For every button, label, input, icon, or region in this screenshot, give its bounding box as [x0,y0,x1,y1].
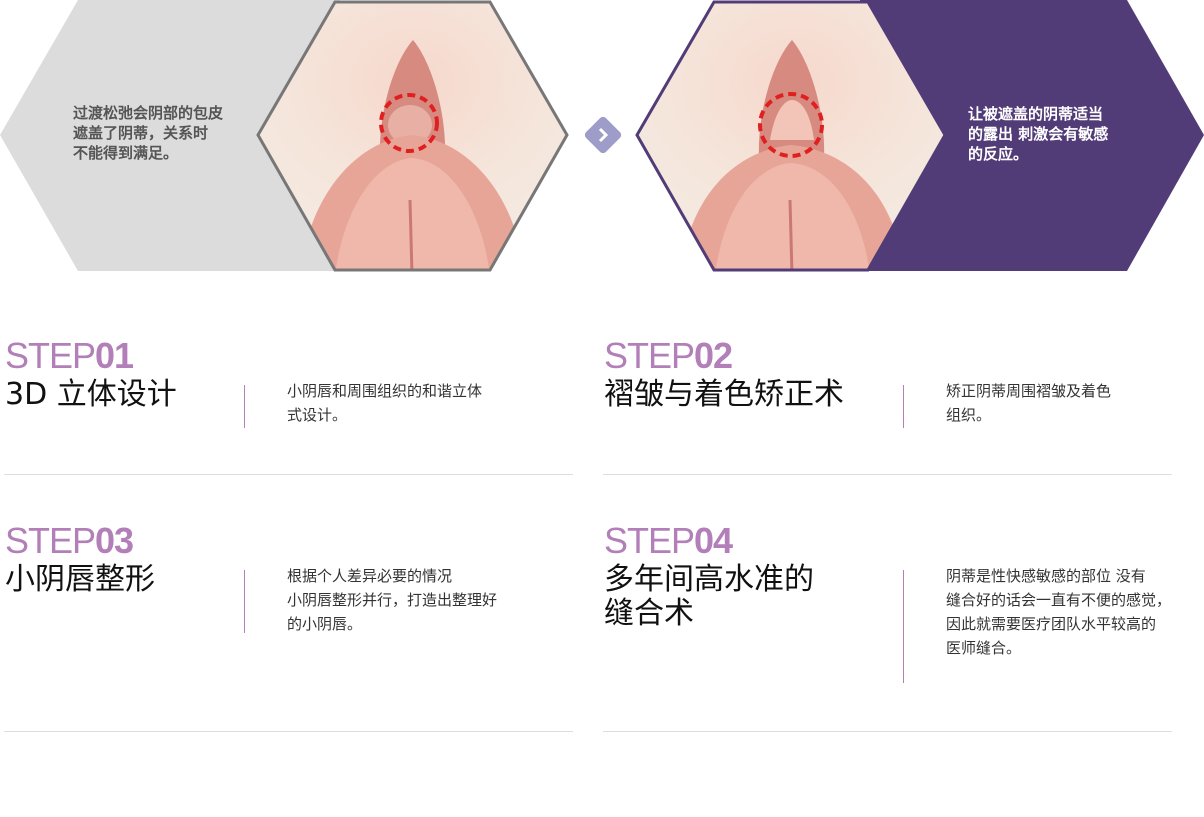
step-title: 小阴唇整形 [5,562,155,597]
separator [4,731,573,732]
text-line: 不能得到满足。 [73,144,179,162]
step-01: STEP01 3D 立体设计 [5,338,177,412]
after-purple-hexagon [860,0,1204,271]
step-03: STEP03 小阴唇整形 [5,523,155,597]
text-line: 的露出 刺激会有敏感 [968,125,1109,143]
step-label: STEP03 [5,520,134,561]
before-gray-hexagon [0,0,340,271]
divider [903,570,904,683]
step-title: 多年间高水准的缝合术 [604,562,814,631]
step-title: 3D 立体设计 [5,377,177,412]
step-02-description: 矫正阴蒂周围褶皱及着色组织。 [946,382,1112,424]
separator [4,474,573,475]
step-label: STEP01 [5,335,134,376]
step-04: STEP04 多年间高水准的缝合术 [604,523,814,631]
step-02: STEP02 褶皱与着色矫正术 [604,338,844,412]
text-line: 遮盖了阴蒂，关系时 [73,124,209,142]
text-line: 让被遮盖的阴蒂适当 [968,105,1104,123]
step-03-description: 根据个人差异必要的情况小阴唇整形并行，打造出整理好的小阴唇。 [287,567,498,633]
step-04-description: 阴蒂是性快感敏感的部位 没有缝合好的话会一直有不便的感觉，因此就需要医疗团队水平… [946,567,1172,657]
step-label: STEP04 [604,520,733,561]
before-highlight-circle [379,93,439,153]
text-line: 的反应。 [968,145,1029,163]
step-01-description: 小阴唇和周围组织的和谐立体式设计。 [287,382,483,424]
separator [603,731,1172,732]
divider [244,385,245,428]
text-line: 过渡松弛会阴部的包皮 [73,104,224,122]
before-description: 过渡松弛会阴部的包皮 遮盖了阴蒂，关系时 不能得到满足。 [73,103,223,163]
step-label: STEP02 [604,335,733,376]
divider [244,570,245,633]
after-description: 让被遮盖的阴蒂适当 的露出 刺激会有敏感 的反应。 [968,104,1108,164]
step-title: 褶皱与着色矫正术 [604,377,844,412]
separator [603,474,1172,475]
arrow-next-icon [584,116,622,154]
divider [903,385,904,428]
after-highlight-circle [758,92,824,158]
before-after-illustration [0,0,1204,272]
